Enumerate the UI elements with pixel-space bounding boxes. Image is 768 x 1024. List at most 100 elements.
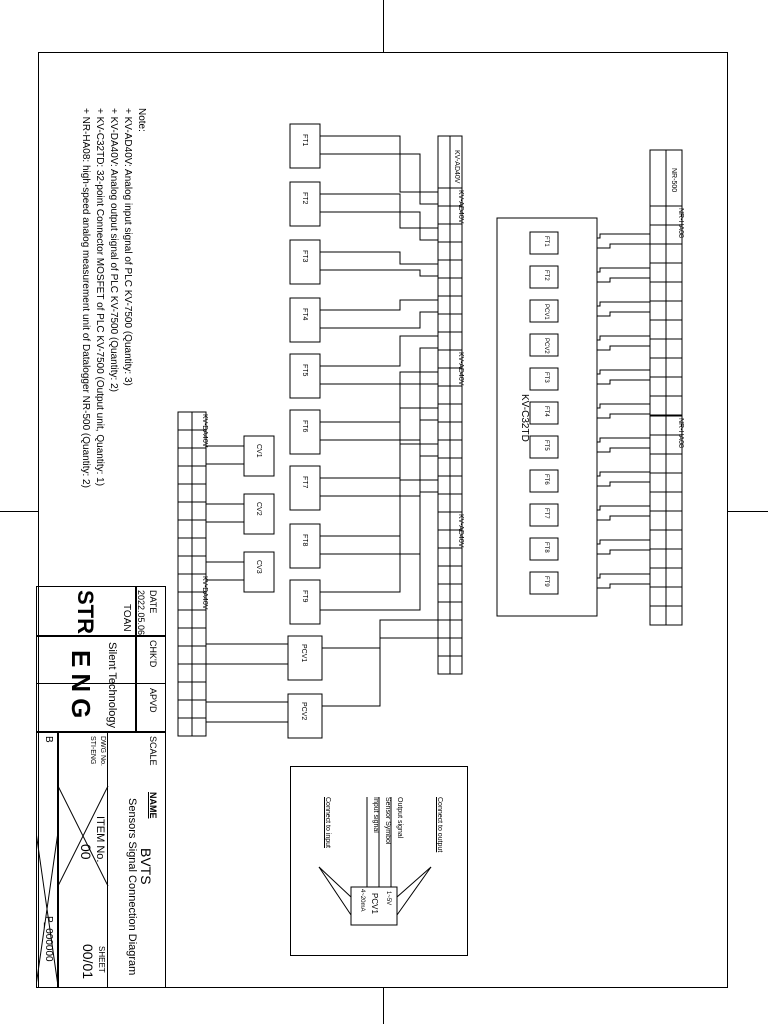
kv-ad40v-strip-1-header: KV-AD40V (457, 190, 464, 224)
ft-sensor-label: FT5 (301, 364, 308, 377)
ft-sensor-label: FT6 (301, 420, 308, 433)
ft-signal-wire (320, 193, 438, 229)
ft-sensor-label: FT3 (301, 250, 308, 263)
ft-signal-wire (320, 479, 438, 593)
shape-layer (177, 123, 683, 739)
nr-ha08-strip-1 (649, 205, 683, 416)
ft-sensor-box (289, 123, 321, 169)
pcv-actuator-label: PCV2 (300, 702, 307, 720)
ft-sensor-label: FT7 (301, 476, 308, 489)
title-block: DATE 2022.05.06 CHK'D APVD TOAN SCALE NA… (36, 586, 166, 988)
kv-da40v-strip-1-header: KV-DA40V (201, 414, 208, 448)
kv-ad40v-strip-3-header: KV-AD40V (457, 514, 464, 548)
ft-common-wire (320, 383, 438, 441)
ft-signal-wire (320, 251, 438, 265)
pcv-actuator-label: PCV1 (300, 644, 307, 662)
pcv-actuator-box (287, 693, 323, 739)
c32-channel-box (529, 333, 559, 357)
cv-valve-box (243, 493, 275, 535)
tb-apvd-cell (36, 636, 166, 684)
pcv-actuator-box (287, 635, 323, 681)
kv-ad40v-strip-2-header: KV-AD40V (457, 352, 464, 386)
c32-channel-box (529, 265, 559, 289)
nr-500-label: NR-500 (670, 168, 677, 192)
legend-arrow-output-1 (396, 866, 432, 898)
legend-device-label: PCV1 (370, 893, 379, 914)
ft-sensor-box (289, 465, 321, 511)
ft-signal-wire (320, 335, 438, 367)
drawing-sheet (38, 52, 728, 988)
tb-cross-lines (36, 785, 109, 987)
ft-common-wire (320, 491, 438, 611)
ft-common-wire (320, 211, 438, 241)
legend-arrow-input-2 (318, 866, 352, 916)
kv-c32td-label: KV-C32TD (519, 394, 530, 442)
c32-channel-label: FT1 (543, 236, 549, 247)
kv-ad40v-title-box (437, 135, 463, 189)
ft-sensor-label: FT9 (301, 590, 308, 603)
kv-da40v-strip-2 (177, 573, 207, 737)
nr-ha08-strip-1-header: NR-HA08 (677, 208, 684, 238)
crop-mark-right (728, 511, 768, 512)
kv-ad40v-label: KV-AD40V (453, 150, 460, 184)
ft-sensor-box (289, 297, 321, 343)
nr-500-title-box (649, 149, 683, 207)
ft-common-wire (320, 347, 438, 385)
tb-row-b (36, 732, 58, 988)
label-layer: KV-AD40V KV-AD40V KV-AD40V KV-AD40V KV-DA40V… (201, 134, 684, 720)
cv-valve-label: CV3 (255, 560, 262, 574)
ft-common-wire (320, 269, 438, 277)
tb-chkd-cell (36, 586, 166, 636)
legend-arrow-input-1 (318, 866, 352, 898)
legend-sensor-symbol: Sensor Symbol (384, 797, 391, 845)
c32-channel-label: PCV1 (543, 304, 549, 320)
pcv-output-wire (322, 637, 438, 707)
legend-connect-output: Connect to output (436, 797, 443, 853)
c32-channel-label: FT7 (543, 508, 549, 519)
kv-ad40v-strip-2 (437, 349, 463, 513)
ft-sensor-box (289, 353, 321, 399)
company-name: Silent Technology (106, 642, 118, 729)
ft-sensor-label: FT2 (301, 192, 308, 205)
c32-channel-box (529, 469, 559, 493)
c32-channel-box (529, 401, 559, 425)
c32-channel-label: FT8 (543, 542, 549, 553)
cv-valve-box (243, 435, 275, 477)
cv-valve-label: CV1 (255, 444, 262, 458)
ft-signal-wire (320, 135, 438, 193)
pcv-output-wire (322, 619, 438, 649)
nr-ha08-strip-2 (649, 415, 683, 626)
legend-drawing (318, 797, 432, 926)
legend-pin-bottom: 4~20mA (359, 889, 365, 912)
c32-channel-box (529, 571, 559, 595)
legend-output-signal: Output signal (396, 797, 403, 839)
c32-channel-box (529, 435, 559, 459)
c32-channel-label: FT2 (543, 270, 549, 281)
cv-valve-label: CV2 (255, 502, 262, 516)
cv-valve-box (243, 551, 275, 593)
ft-signal-wire (320, 371, 438, 423)
ft-sensor-label: FT4 (301, 308, 308, 321)
c32-channel-label: FT6 (543, 474, 549, 485)
ft-sensor-label: FT1 (301, 134, 308, 147)
legend-input-signal: Input signal (372, 797, 379, 833)
kv-da40v-strip-1 (177, 411, 207, 575)
ft-sensor-box (289, 181, 321, 227)
c32-channel-label: FT3 (543, 372, 549, 383)
c32-channel-label: PCV2 (543, 338, 549, 354)
ft-common-wire (320, 153, 438, 205)
crop-mark-left (0, 511, 38, 512)
legend-connect-input: Connect to input (324, 797, 331, 848)
legend-device-box (350, 886, 398, 926)
crop-mark-top (383, 0, 384, 52)
legend-box: Connect to output Output signal Sensor S… (290, 766, 468, 956)
legend-pin-top: 1~5V (385, 891, 391, 906)
ft-signal-wire (320, 299, 438, 311)
ft-signal-wire (320, 407, 438, 479)
legend-arrow-output-2 (396, 866, 432, 916)
ft-common-wire (320, 311, 438, 329)
nr-ha08-strip-2-header: NR-HA08 (677, 418, 684, 448)
c32-channel-box (529, 537, 559, 561)
c32-channel-box (529, 367, 559, 391)
